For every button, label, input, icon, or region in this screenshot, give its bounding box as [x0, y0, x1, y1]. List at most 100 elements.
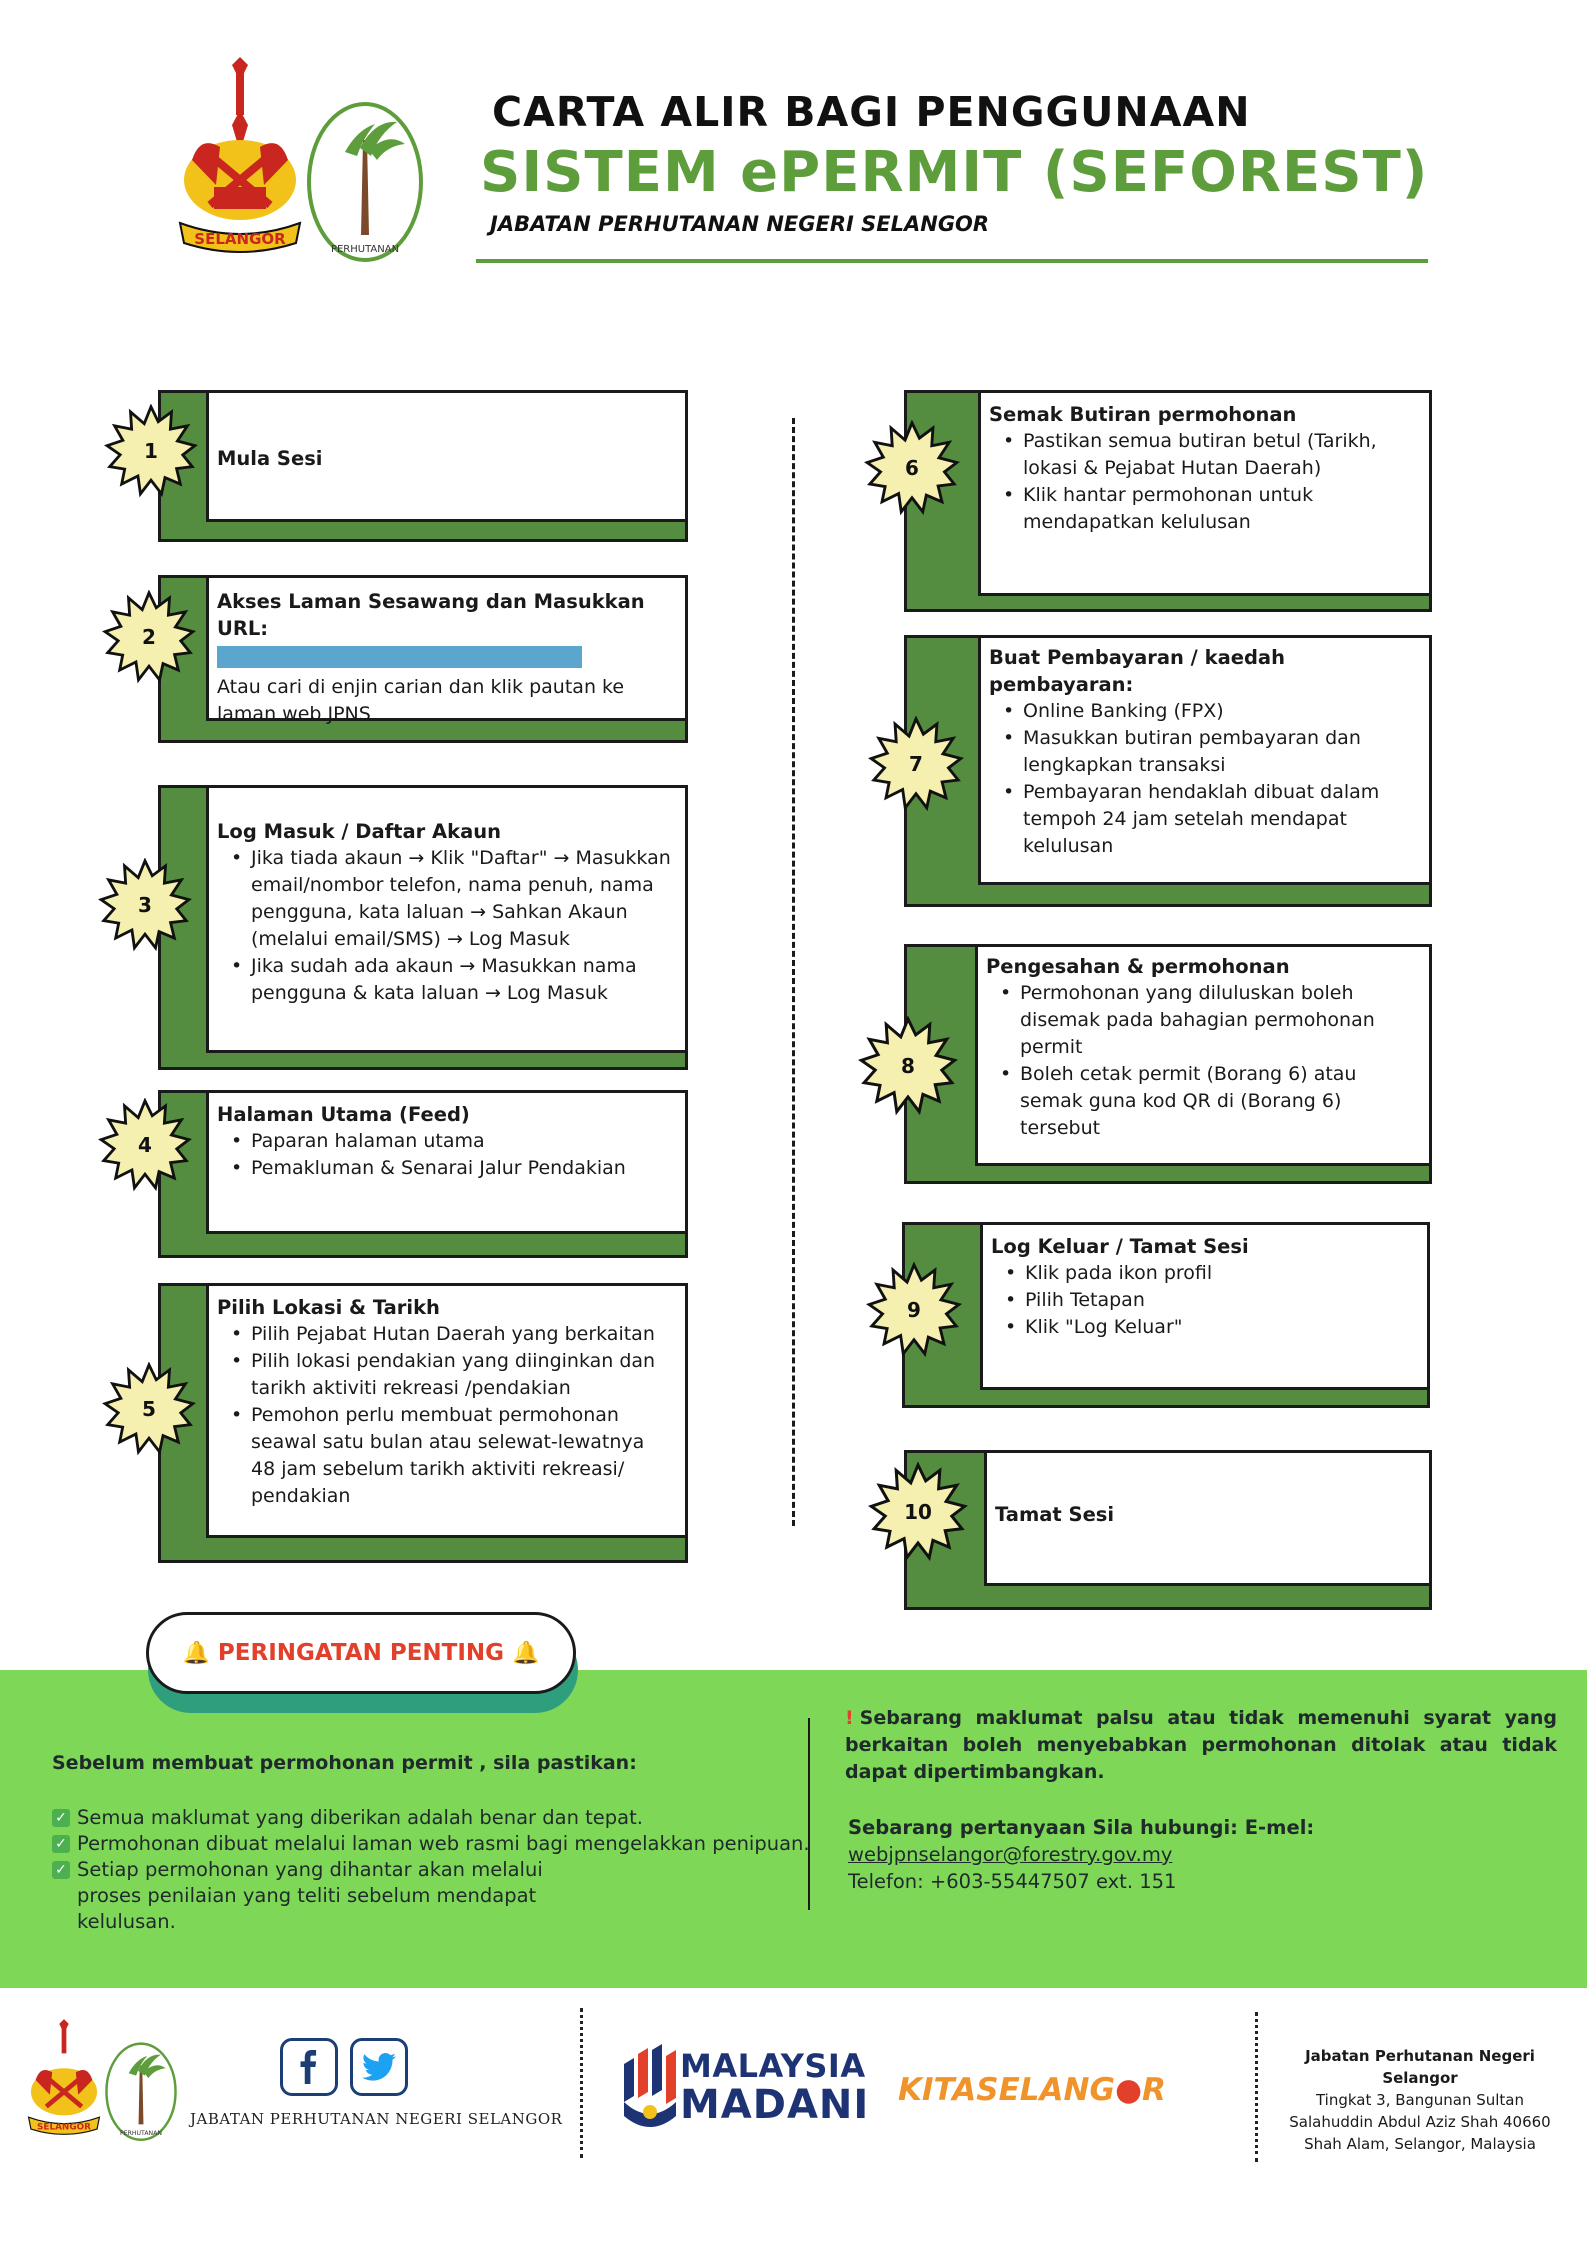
- malaysia-madani-logo-icon: [620, 2040, 680, 2136]
- bell-icon: 🔔: [512, 1640, 540, 1666]
- step-bullets: Jika tiada akaun → Klik "Daftar" → Masuk…: [217, 845, 673, 1007]
- malaysia-madani-line1: MALAYSIA: [680, 2047, 866, 2085]
- check-icon: ✓: [52, 1835, 70, 1853]
- step-card: Pengesahan & permohonan Permohonan yang …: [975, 944, 1432, 1166]
- step-body: Atau cari di enjin carian dan klik pauta…: [217, 676, 625, 725]
- checklist-text: Permohonan dibuat melalui laman web rasm…: [77, 1832, 810, 1855]
- step-bullet: Pemakluman & Senarai Jalur Pendakian: [231, 1155, 673, 1182]
- step-number-burst: 2: [102, 590, 196, 684]
- step-number: 4: [138, 1133, 152, 1157]
- footer-divider: [580, 2008, 583, 2158]
- step-number-burst: 1: [104, 404, 198, 498]
- address-name: Jabatan Perhutanan Negeri Selangor: [1305, 2047, 1535, 2087]
- emblem-banner-text: SELANGOR: [194, 230, 286, 248]
- warning-intro: Sebelum membuat permohonan permit , sila…: [52, 1752, 637, 1774]
- footer-perhutanan-logo: PERHUTANAN: [104, 2040, 178, 2144]
- contact-email-link[interactable]: webjpnselangor@forestry.gov.my: [848, 1843, 1173, 1866]
- location-pin-icon: ●: [1114, 2072, 1142, 2108]
- warning-banner-label: PERINGATAN PENTING: [217, 1640, 505, 1666]
- checklist-item: ✓Semua maklumat yang diberikan adalah be…: [52, 1805, 812, 1831]
- page-subtitle: JABATAN PERHUTANAN NEGERI SELANGOR: [490, 212, 990, 236]
- step-card: Akses Laman Sesawang dan Masukkan URL: A…: [206, 575, 688, 725]
- address-line: Tingkat 3, Bangunan Sultan: [1315, 2091, 1524, 2109]
- step-bullet: Pilih Tetapan: [1005, 1287, 1415, 1314]
- step-bullet: Klik "Log Keluar": [1005, 1314, 1415, 1341]
- footer-emblem-banner-text: SELANGOR: [37, 2123, 91, 2133]
- footer-selangor-emblem: SELANGOR: [20, 2018, 108, 2142]
- step-title: Semak Butiran permohonan: [989, 403, 1297, 426]
- step-bullet: Masukkan butiran pembayaran dan lengkapk…: [1003, 725, 1417, 779]
- step-number: 8: [901, 1054, 915, 1078]
- step-title: Pengesahan & permohonan: [986, 955, 1290, 978]
- checklist-item: ✓ Setiap permohonan yang dihantar akan me…: [52, 1857, 812, 1935]
- step-card: Halaman Utama (Feed) Paparan halaman uta…: [206, 1090, 688, 1234]
- step-number: 3: [138, 893, 152, 917]
- step-title: Mula Sesi: [217, 447, 323, 470]
- step-bullet: Klik pada ikon profil: [1005, 1260, 1415, 1287]
- page-title-line2: SISTEM ePERMIT (SEFOREST): [480, 140, 1429, 205]
- address-line: Shah Alam, Selangor, Malaysia: [1304, 2135, 1536, 2153]
- step-number-burst: 4: [98, 1098, 192, 1192]
- facebook-icon[interactable]: [280, 2038, 338, 2096]
- step-bullet: Pastikan semua butiran betul (Tarikh, lo…: [1003, 428, 1417, 482]
- step-bullets: Paparan halaman utama Pemakluman & Senar…: [217, 1128, 673, 1182]
- selangor-emblem: SELANGOR: [170, 55, 310, 265]
- step-card: Mula Sesi: [206, 390, 688, 522]
- step-bullets: Online Banking (FPX) Masukkan butiran pe…: [989, 698, 1417, 860]
- step-bullet: Online Banking (FPX): [1003, 698, 1417, 725]
- step-bullet: Paparan halaman utama: [231, 1128, 673, 1155]
- step-card: Pilih Lokasi & Tarikh Pilih Pejabat Huta…: [206, 1283, 688, 1538]
- contact-heading: Sebarang pertanyaan Sila hubungi: E-mel:: [848, 1816, 1315, 1839]
- twitter-icon[interactable]: [350, 2038, 408, 2096]
- warning-notice: !Sebarang maklumat palsu atau tidak meme…: [845, 1705, 1557, 1786]
- checklist-text: Setiap permohonan yang dihantar akan mel…: [77, 1858, 543, 1933]
- step-card: Tamat Sesi: [984, 1450, 1432, 1586]
- step-number-burst: 6: [864, 420, 960, 516]
- step-number: 10: [904, 1500, 932, 1524]
- address-line: Salahuddin Abdul Aziz Shah 40660: [1289, 2113, 1551, 2131]
- warning-band: [0, 1670, 1587, 1988]
- warning-banner: 🔔 PERINGATAN PENTING 🔔: [146, 1612, 576, 1694]
- step-bullet: Pembayaran hendaklah dibuat dalam tempoh…: [1003, 779, 1417, 860]
- page-title-line1: CARTA ALIR BAGI PENGGUNAAN: [492, 88, 1251, 136]
- step-number: 2: [142, 625, 156, 649]
- step-title: Halaman Utama (Feed): [217, 1103, 470, 1126]
- step-bullets: Permohonan yang diluluskan boleh disemak…: [986, 980, 1417, 1142]
- step-bullet: Jika sudah ada akaun → Masukkan nama pen…: [231, 953, 673, 1007]
- step-number: 7: [909, 752, 923, 776]
- url-redacted-bar: [217, 646, 582, 668]
- step-title: Buat Pembayaran / kaedah pembayaran:: [989, 646, 1285, 696]
- step-number: 9: [907, 1298, 921, 1322]
- step-number-burst: 8: [858, 1016, 958, 1116]
- step-card: Semak Butiran permohonan Pastikan semua …: [978, 390, 1432, 596]
- step-bullet: Pilih lokasi pendakian yang diinginkan d…: [231, 1348, 673, 1402]
- contact-info: Sebarang pertanyaan Sila hubungi: E-mel:…: [848, 1814, 1314, 1895]
- column-divider: [792, 418, 795, 1526]
- footer-agency-name: JABATAN PERHUTANAN NEGERI SELANGOR: [190, 2110, 563, 2128]
- step-number: 6: [905, 456, 919, 480]
- step-bullets: Klik pada ikon profil Pilih Tetapan Klik…: [991, 1260, 1415, 1341]
- step-title: Akses Laman Sesawang dan Masukkan URL:: [217, 590, 645, 640]
- warning-notice-text: Sebarang maklumat palsu atau tidak memen…: [845, 1707, 1557, 1783]
- step-card: Buat Pembayaran / kaedah pembayaran: Onl…: [978, 635, 1432, 885]
- check-icon: ✓: [52, 1861, 70, 1879]
- step-number-burst: 3: [98, 858, 192, 952]
- warning-checklist: ✓ Semua maklumat yang diberikan adalah be…: [52, 1805, 812, 1935]
- step-bullet: Jika tiada akaun → Klik "Daftar" → Masuk…: [231, 845, 673, 953]
- step-bullet: Pilih Pejabat Hutan Daerah yang berkaita…: [231, 1321, 673, 1348]
- contact-phone: Telefon: +603-55447507 ext. 151: [848, 1870, 1177, 1893]
- step-title: Log Masuk / Daftar Akaun: [217, 820, 501, 843]
- malaysia-madani-line2: MADANI: [680, 2082, 870, 2128]
- step-bullet: Permohonan yang diluluskan boleh disemak…: [1000, 980, 1417, 1061]
- kita-selangor-text: KITASELANG: [898, 2072, 1115, 2108]
- step-number-burst: 7: [868, 716, 964, 812]
- step-title: Tamat Sesi: [995, 1503, 1115, 1526]
- checklist-item: ✓ Permohonan dibuat melalui laman web ras…: [52, 1831, 812, 1857]
- logo-caption-text: PERHUTANAN: [331, 244, 399, 255]
- checklist-text: Semua maklumat yang diberikan adalah ben…: [77, 1806, 643, 1829]
- step-number-burst: 9: [866, 1262, 962, 1358]
- step-title: Pilih Lokasi & Tarikh: [217, 1296, 440, 1319]
- perhutanan-logo: PERHUTANAN: [305, 100, 425, 265]
- step-number: 5: [142, 1397, 156, 1421]
- step-card: Log Keluar / Tamat Sesi Klik pada ikon p…: [980, 1222, 1430, 1390]
